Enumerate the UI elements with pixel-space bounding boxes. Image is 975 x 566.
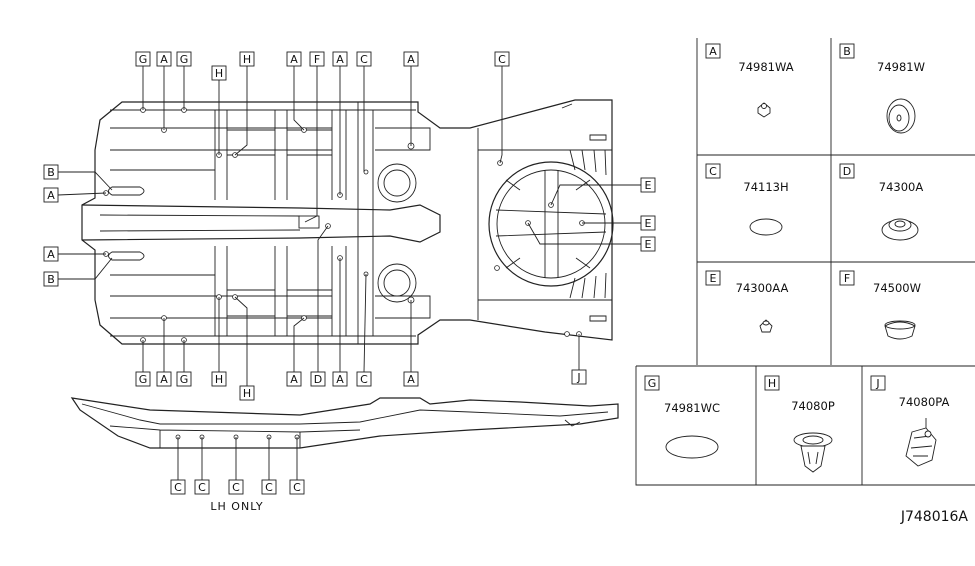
clip-icon: [757, 102, 771, 118]
callout-label: A: [160, 373, 168, 386]
callouts-bottom-row: G A G H H A D A C A J: [135, 369, 587, 401]
callout-label: C: [360, 53, 368, 66]
legend-key: H: [768, 377, 776, 390]
clip-icon: [793, 432, 833, 473]
part-number: 74981WA: [738, 60, 793, 74]
callouts-left-side: B A A B: [43, 164, 59, 287]
callout-label: G: [139, 373, 148, 386]
floor-panel-drawing: [81, 99, 614, 345]
callout-label: A: [160, 53, 168, 66]
plug-icon: [665, 435, 719, 459]
callout-label: A: [47, 248, 55, 261]
callout-label: A: [290, 373, 298, 386]
callout-label: J: [576, 371, 580, 384]
plug-icon: [884, 320, 916, 340]
callout-label: A: [407, 373, 415, 386]
side-sill-drawing: [70, 397, 619, 449]
parts-legend: A 74981WA B 74981W C 74113H D 74300A: [635, 38, 975, 486]
callout-label: C: [174, 481, 182, 494]
diagram-id: J748016A: [900, 509, 969, 525]
callouts-top-row: G A G H H A F A C A C: [135, 51, 510, 81]
callout-label: D: [314, 373, 322, 386]
callout-label: A: [290, 53, 298, 66]
callout-label: C: [498, 53, 506, 66]
callout-label: G: [139, 53, 148, 66]
legend-key: C: [709, 165, 717, 178]
clip-icon: [759, 319, 773, 333]
callout-label: B: [47, 166, 55, 179]
callout-label: C: [198, 481, 206, 494]
legend-key: J: [875, 377, 879, 390]
callout-label: A: [336, 53, 344, 66]
legend-key: E: [710, 272, 717, 285]
legend-key: B: [843, 45, 851, 58]
callout-label: A: [407, 53, 415, 66]
legend-key: A: [709, 45, 717, 58]
callout-label: E: [645, 179, 652, 192]
callouts-lower-row: C C C C C: [170, 479, 305, 495]
part-number: 74981WC: [664, 401, 720, 415]
part-number: 74500W: [873, 281, 921, 295]
legend-key: D: [843, 165, 851, 178]
part-number: 74981W: [877, 60, 925, 74]
callout-label: H: [215, 373, 223, 386]
plug-icon: [881, 218, 919, 241]
part-number: 74113H: [743, 180, 788, 194]
callouts-right-side: E E E: [640, 177, 656, 252]
legend-key: F: [844, 272, 850, 285]
callout-label: G: [180, 53, 189, 66]
part-number: 74080PA: [899, 395, 950, 409]
callout-label: B: [47, 273, 55, 286]
lh-only-note: LH ONLY: [210, 500, 263, 513]
callout-label: H: [243, 53, 251, 66]
callout-label: C: [265, 481, 273, 494]
callout-label: H: [215, 67, 223, 80]
callout-label: C: [232, 481, 240, 494]
legend-key: G: [648, 377, 657, 390]
grommet-icon: [886, 98, 916, 134]
part-number: 74080P: [791, 399, 835, 413]
callout-label: E: [645, 217, 652, 230]
callout-label: G: [180, 373, 189, 386]
clip-icon: [905, 418, 937, 467]
part-number: 74300A: [879, 180, 924, 194]
callout-label: C: [360, 373, 368, 386]
callout-label: H: [243, 387, 251, 400]
plug-icon: [749, 218, 783, 236]
part-number: 74300AA: [736, 281, 789, 295]
callout-label: F: [314, 53, 320, 66]
leader-lines: [57, 66, 641, 480]
callout-label: A: [47, 189, 55, 202]
callout-label: C: [293, 481, 301, 494]
callout-label: A: [336, 373, 344, 386]
callout-label: E: [645, 238, 652, 251]
